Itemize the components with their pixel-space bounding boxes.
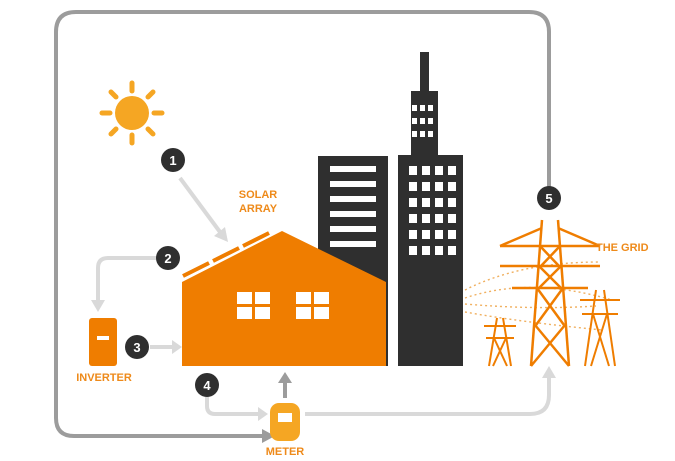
step-number: 5: [545, 191, 552, 206]
house-to-meter-arrow: [205, 388, 258, 416]
step-number: 1: [169, 153, 176, 168]
solar-panels: [182, 231, 270, 278]
dc-to-inverter-arrow: [96, 256, 158, 300]
small-pylon-left-icon: [484, 317, 516, 367]
meter-up-arrowhead-icon: [278, 372, 292, 383]
solar-array-label-line2: ARRAY: [239, 203, 278, 215]
meter-icon: [270, 403, 300, 441]
meter-label: METER: [266, 446, 305, 458]
grid-return-loop: [54, 10, 551, 438]
dc-arrowhead-icon: [91, 300, 105, 312]
meter-in-arrowhead-icon: [258, 407, 268, 421]
loop-arrowhead-icon: [262, 429, 275, 443]
house: [182, 231, 386, 366]
the-grid-label: THE GRID: [596, 242, 649, 254]
sun-icon: [99, 80, 165, 146]
sunlight-arrowhead-icon: [214, 227, 228, 242]
step-number: 3: [133, 340, 140, 355]
step-badge-4: 4: [195, 373, 219, 397]
solar-array-label-line1: SOLAR: [239, 189, 278, 201]
large-pylon-icon: [499, 219, 601, 367]
step-number: 2: [164, 251, 171, 266]
inverter-label: INVERTER: [76, 372, 132, 384]
step-number: 4: [203, 378, 211, 393]
sunlight-arrow: [178, 176, 222, 234]
grid-in-arrowhead-icon: [542, 366, 556, 378]
small-pylon-right-icon: [580, 289, 620, 367]
meter-to-grid-arrow: [305, 378, 551, 416]
ac-arrowhead-icon: [172, 340, 182, 354]
step-badge-5: 5: [537, 186, 561, 210]
step-badge-2: 2: [156, 246, 180, 270]
step-badge-3: 3: [125, 335, 149, 359]
step-badge-1: 1: [161, 148, 185, 172]
inverter-icon: [89, 318, 117, 366]
